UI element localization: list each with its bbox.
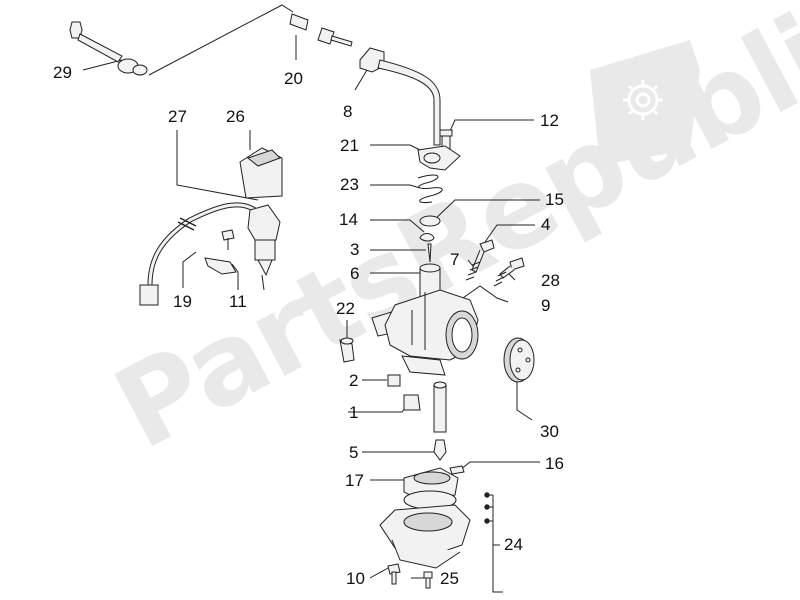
part-28-screw [499, 257, 525, 279]
part-19-screw [221, 229, 235, 250]
callout-5: 5 [349, 443, 359, 462]
callout-14: 14 [339, 210, 358, 229]
part-4-screw [471, 239, 495, 273]
callout-23: 23 [340, 175, 359, 194]
part-27-choke [139, 202, 281, 306]
part-3-needle [427, 243, 432, 263]
carburettor-body [371, 289, 479, 376]
part-14-clip [419, 233, 435, 242]
part-5-float-needle [433, 439, 447, 461]
callout-10: 10 [346, 569, 365, 588]
callout-1: 1 [349, 403, 359, 422]
callout-12: 12 [540, 111, 559, 130]
callout-3: 3 [350, 240, 360, 259]
part-20-adjuster-screw [289, 13, 353, 47]
callout-15: 15 [545, 190, 564, 209]
part-25-screw [423, 571, 433, 589]
callout-4: 4 [541, 215, 551, 234]
dot-marker [484, 492, 490, 498]
callout-9: 9 [541, 296, 551, 315]
callout-11: 11 [229, 292, 247, 311]
part-2-jet [387, 374, 401, 387]
callout-8: 8 [343, 102, 353, 121]
dot-marker [484, 504, 490, 510]
callout-22: 22 [336, 299, 355, 318]
dot-marker [484, 518, 490, 524]
callout-29: 29 [53, 63, 72, 82]
part-7-spring [465, 261, 481, 281]
part-24-float-bowl [379, 490, 471, 569]
part-1-jet-holder [403, 381, 447, 433]
part-9-spring [493, 271, 507, 287]
callout-19: 19 [173, 292, 192, 311]
callout-17: 17 [345, 471, 364, 490]
callout-28: 28 [541, 271, 560, 290]
part-10-screw [387, 563, 401, 585]
part-30-cap [503, 337, 535, 383]
part-23-spring [417, 174, 443, 203]
callout-26: 26 [226, 107, 245, 126]
part-8-fuel-pipe [359, 47, 441, 146]
part-29-cable-adjuster [69, 21, 148, 76]
part-16-pin [449, 465, 465, 475]
callout-27: 27 [168, 107, 187, 126]
callout-21: 21 [340, 136, 359, 155]
callout-2: 2 [349, 371, 359, 390]
callout-25: 25 [440, 569, 459, 588]
callout-6: 6 [350, 264, 360, 283]
part-15-washer [419, 215, 441, 227]
callout-30: 30 [540, 422, 559, 441]
part-26-cap [239, 147, 283, 199]
part-22-screw [339, 337, 355, 363]
callout-24: 24 [504, 535, 523, 554]
part-21-cover [417, 145, 461, 171]
part-11-bracket [204, 257, 237, 275]
callout-16: 16 [545, 454, 564, 473]
callout-20: 20 [284, 69, 303, 88]
callout-7: 7 [450, 250, 460, 269]
